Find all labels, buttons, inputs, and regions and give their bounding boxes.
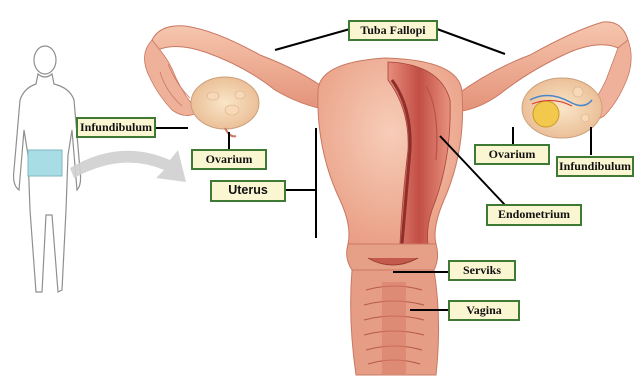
ovarian-follicle bbox=[533, 101, 559, 127]
label-vagina: Vagina bbox=[448, 300, 520, 321]
label-endometrium: Endometrium bbox=[486, 204, 582, 226]
left-ovary bbox=[191, 77, 259, 129]
left-fimbriae bbox=[144, 40, 198, 116]
label-infundibulum-left: Infundibulum bbox=[76, 117, 156, 138]
label-ovarium-left: Ovarium bbox=[191, 149, 267, 170]
label-serviks: Serviks bbox=[448, 260, 516, 281]
pelvis-highlight-box bbox=[28, 150, 62, 176]
label-tuba-fallopi: Tuba Fallopi bbox=[348, 20, 438, 41]
label-ovarium-right: Ovarium bbox=[474, 144, 550, 165]
cervix bbox=[347, 244, 438, 270]
label-infundibulum-right: Infundibulum bbox=[556, 156, 634, 177]
label-uterus: Uterus bbox=[210, 180, 286, 202]
pointer-arrow bbox=[70, 150, 186, 182]
